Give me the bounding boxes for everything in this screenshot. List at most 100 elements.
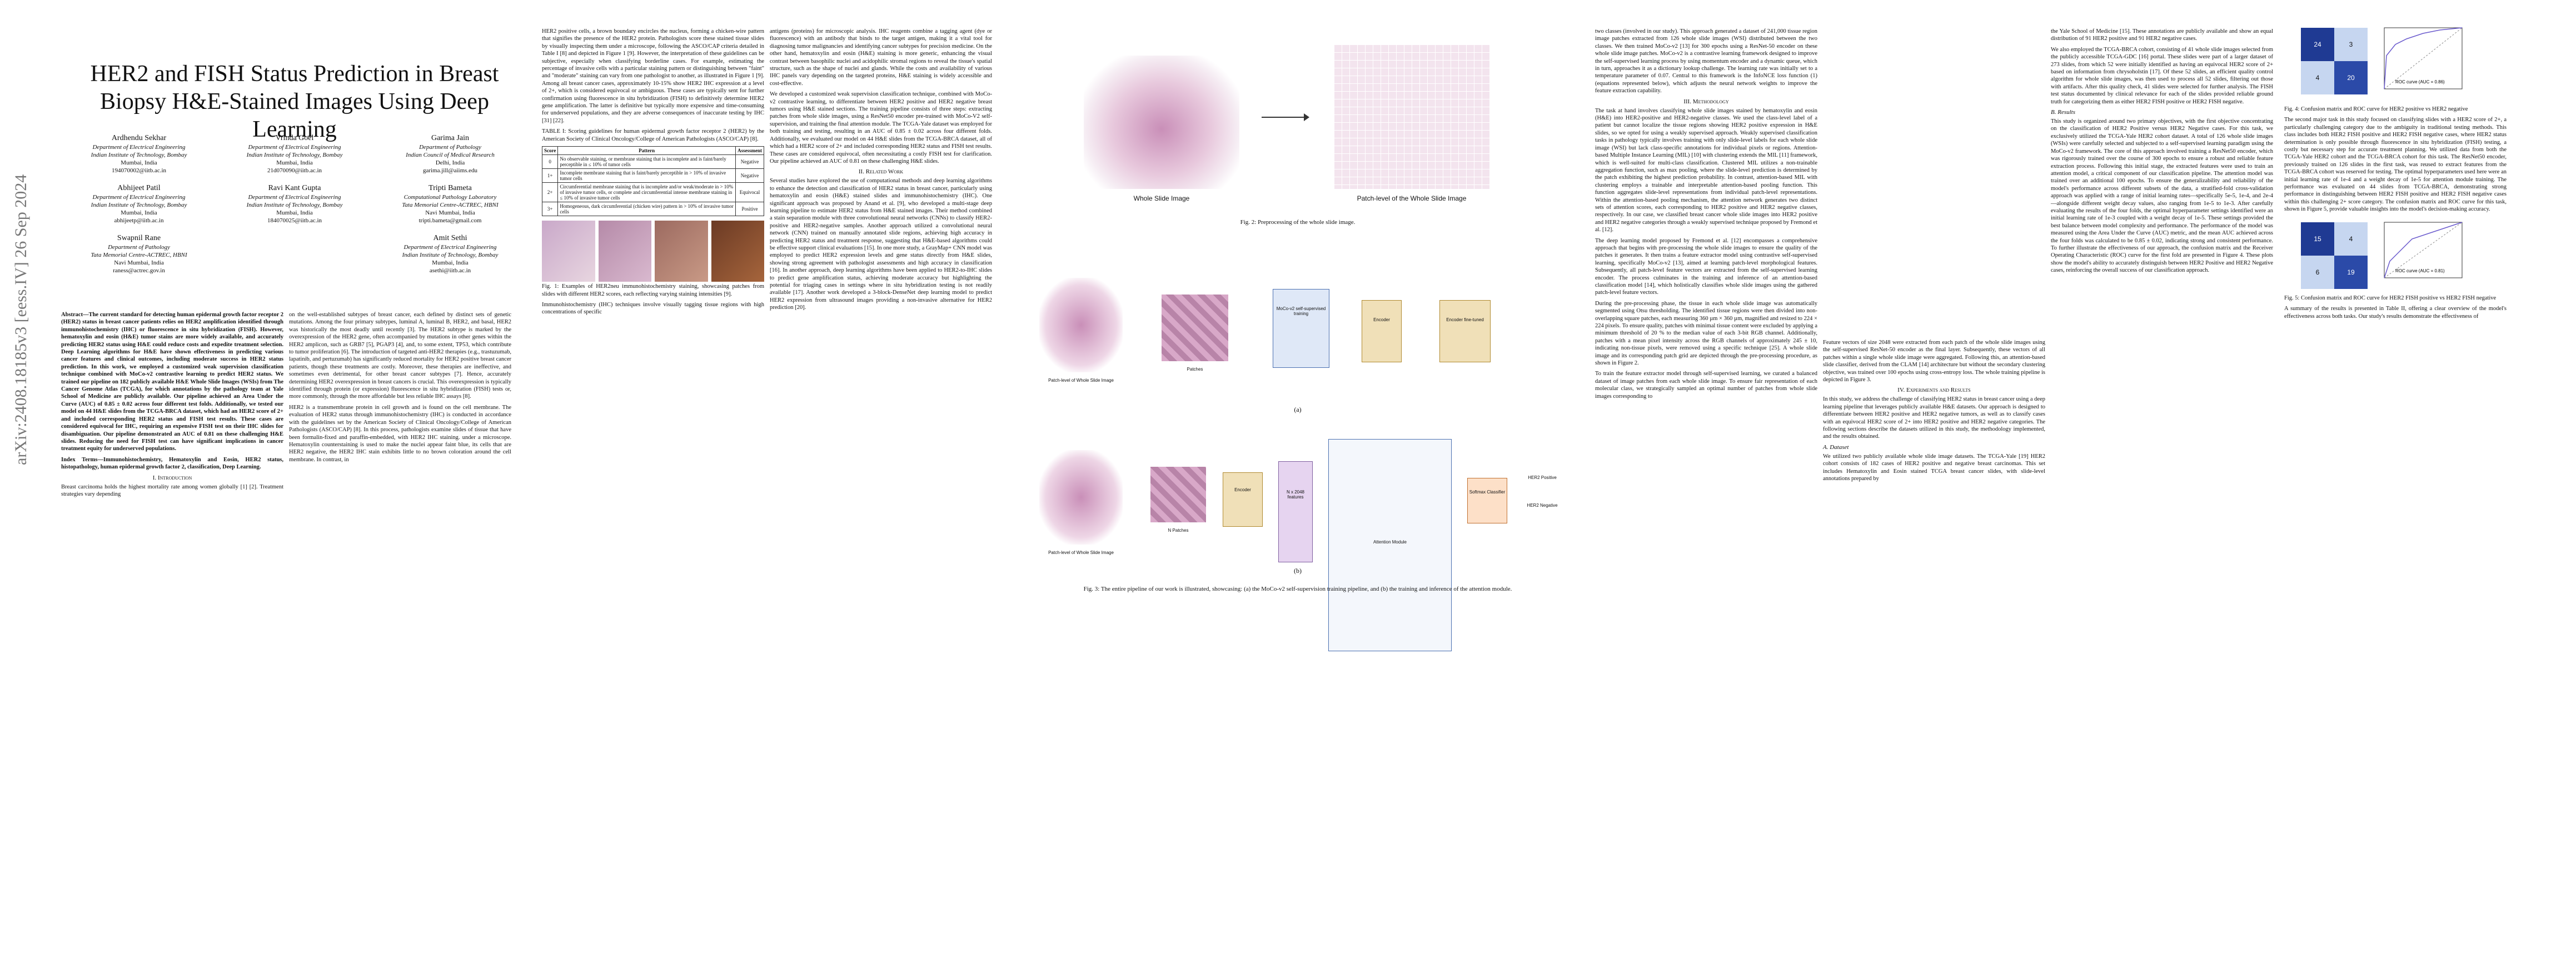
table-row: 1+Incomplete membrane staining that is f…	[541, 168, 764, 183]
col4-p1: antigens (proteins) for microscopic anal…	[770, 28, 992, 87]
fig3a-patches	[1162, 295, 1228, 361]
col6-p5: To train the feature extractor model thr…	[1595, 371, 1817, 400]
col3-p2: Immunohistochemistry (IHC) techniques in…	[542, 301, 764, 316]
col7-p3: We utilized two publicly available whole…	[1823, 453, 2045, 482]
col8-p3: This study is organized around two prima…	[2051, 118, 2273, 274]
fig3b-patches	[1150, 467, 1206, 522]
table-caption: TABLE I: Scoring guidelines for human ep…	[542, 128, 764, 142]
fig3b-box-7: HER2 Negative	[1527, 503, 1558, 508]
fig5-roc-curve: ROC curve (AUC = 0.81)	[2384, 221, 2463, 278]
table-cell: 0	[541, 154, 559, 169]
table-cell: Negative	[735, 154, 764, 169]
arxiv-stamp: arXiv:2408.18185v3 [eess.IV] 26 Sep 2024	[4, 174, 38, 467]
author-city: Mumbai, India	[276, 159, 313, 166]
index-terms: Index Terms—Immunohistochemistry, Hemato…	[61, 456, 283, 471]
author-dept: Department of Electrical Engineering	[403, 244, 497, 251]
arxiv-stamp-text: arXiv:2408.18185v3 [eess.IV] 26 Sep 2024	[12, 174, 30, 465]
fig3a-area: Patch-level of Whole Slide Image Patches…	[1017, 244, 1578, 422]
fig3b-box-6: HER2 Positive	[1528, 475, 1557, 480]
intro-heading: I. Introduction	[152, 474, 192, 481]
fig4-roc-curve: ROC curve (AUC = 0.86)	[2384, 27, 2463, 89]
author-city: Mumbai, India	[121, 209, 157, 216]
col2-p1: on the well-established subtypes of brea…	[289, 312, 511, 400]
roc-diagonal	[2384, 222, 2463, 278]
dataset-subheading: A. Dataset	[1823, 443, 1849, 451]
author-email: abhijeetp@iitb.ac.in	[114, 217, 164, 224]
author-email: raness@actrec.gov.in	[113, 267, 165, 274]
fig1-images	[542, 221, 764, 282]
fig3b-box-3: N x 2048 features	[1278, 461, 1313, 562]
author-city: Mumbai, India	[432, 260, 469, 266]
table-cell: 3+	[541, 202, 559, 217]
author-inst: Indian Institute of Technology, Bombay	[91, 152, 187, 158]
fig3a-box-0: Patch-level of Whole Slide Image	[1048, 378, 1114, 383]
col8-p1: the Yale School of Medicine [15]. These …	[2051, 28, 2273, 42]
roc-legend: ROC curve (AUC = 0.86)	[2395, 79, 2445, 84]
author-inst: Indian Council of Medical Research	[406, 152, 495, 158]
author-city: Delhi, India	[435, 159, 465, 166]
author-name: Vrinda Goel	[275, 134, 314, 142]
roc-line	[2384, 221, 2463, 278]
table-cell: Homogeneous, dark circumferential (chick…	[557, 202, 736, 217]
table-header: Assessment	[735, 146, 764, 156]
col9-p1: The second major task in this study focu…	[2284, 117, 2507, 213]
fig3b-box-2: Encoder	[1223, 472, 1263, 527]
column-4: antigens (proteins) for microscopic anal…	[770, 28, 992, 695]
fig5: 15 4 6 19 ROC curve (AUC = 0.81)	[2284, 217, 2507, 295]
author-dept: Department of Electrical Engineering	[92, 194, 186, 201]
author-name: Tripti Bameta	[428, 184, 472, 192]
author-inst: Tata Memorial Centre-ACTREC, HBNI	[402, 202, 499, 208]
arrow-head-icon	[1304, 113, 1309, 121]
author-name: Abhijeet Patil	[117, 184, 161, 192]
fig1-patch-1	[598, 221, 651, 282]
author-email: asethi@iitb.ac.in	[429, 267, 471, 274]
author-city: Navi Mumbai, India	[425, 209, 475, 216]
fig5-caption: Fig. 5: Confusion matrix and ROC curve f…	[2284, 295, 2497, 301]
fig5-cm-cell: 15	[2301, 222, 2334, 256]
table-cell: Negative	[735, 168, 764, 183]
author-dept: Department of Electrical Engineering	[248, 194, 341, 201]
author-dept: Department of Electrical Engineering	[248, 144, 341, 151]
col7-p1: Feature vectors of size 2048 were extrac…	[1823, 340, 2045, 383]
author-dept: Department of Electrical Engineering	[92, 144, 186, 151]
author-inst: Tata Memorial Centre-ACTREC, HBNI	[91, 252, 187, 258]
fig3b-box-5: Softmax Classifier	[1467, 478, 1507, 523]
fig1-patch-3	[711, 221, 764, 282]
column-3: HER2 positive cells, a brown boundary en…	[541, 28, 764, 695]
author-inst: Indian Institute of Technology, Bombay	[246, 202, 343, 208]
author-city: Navi Mumbai, India	[114, 260, 164, 266]
author-dept: Department of Pathology	[419, 144, 481, 151]
equation	[1823, 28, 2045, 339]
table-row: 2+Circumferential membrane staining that…	[541, 182, 764, 203]
table-cell: 2+	[541, 182, 559, 203]
author-email: 194070002@iitb.ac.in	[111, 167, 167, 174]
column-6: two classes (involved in our study). Thi…	[1595, 28, 1817, 695]
author-inst: Indian Institute of Technology, Bombay	[246, 152, 343, 158]
column-7: Feature vectors of size 2048 were extrac…	[1823, 28, 2045, 695]
fig1-patch-0	[542, 221, 595, 282]
figure-2: Whole Slide Image Patch-level of the Who…	[1017, 33, 1578, 233]
fig5-cm-cell: 19	[2334, 255, 2368, 289]
author-dept: Computational Pathology Laboratory	[403, 194, 497, 201]
table-cell: Positive	[735, 202, 764, 217]
column-1: Abstract—The current standard for detect…	[61, 311, 283, 978]
fig1-caption: Fig. 1: Examples of HER2neu immunohistoc…	[542, 283, 764, 297]
author-name: Ravi Kant Gupta	[268, 184, 321, 192]
table-cell: No observable staining, or membrane stai…	[557, 154, 736, 169]
col2-p2: HER2 is a transmembrane protein in cell …	[289, 404, 511, 463]
author-name: Ardhendu Sekhar	[111, 134, 167, 142]
author-name: Swapnil Rane	[117, 234, 161, 242]
paper-title: HER2 and FISH Status Prediction in Breas…	[90, 61, 499, 142]
roc-frame	[2384, 222, 2463, 278]
fig3b-label: (b)	[1294, 567, 1302, 575]
table-row: 3+Homogeneous, dark circumferential (chi…	[541, 202, 764, 217]
col4-p2: We developed a customized weak supervisi…	[770, 91, 992, 164]
author-city: Mumbai, India	[276, 209, 313, 216]
col6-p3: The deep learning model proposed by Frem…	[1595, 237, 1817, 296]
column-8: the Yale School of Medicine [15]. These …	[2051, 28, 2273, 695]
col6-p2: The task at hand involves classifying wh…	[1595, 107, 1817, 233]
author-email: 184070025@iitb.ac.in	[267, 217, 322, 224]
